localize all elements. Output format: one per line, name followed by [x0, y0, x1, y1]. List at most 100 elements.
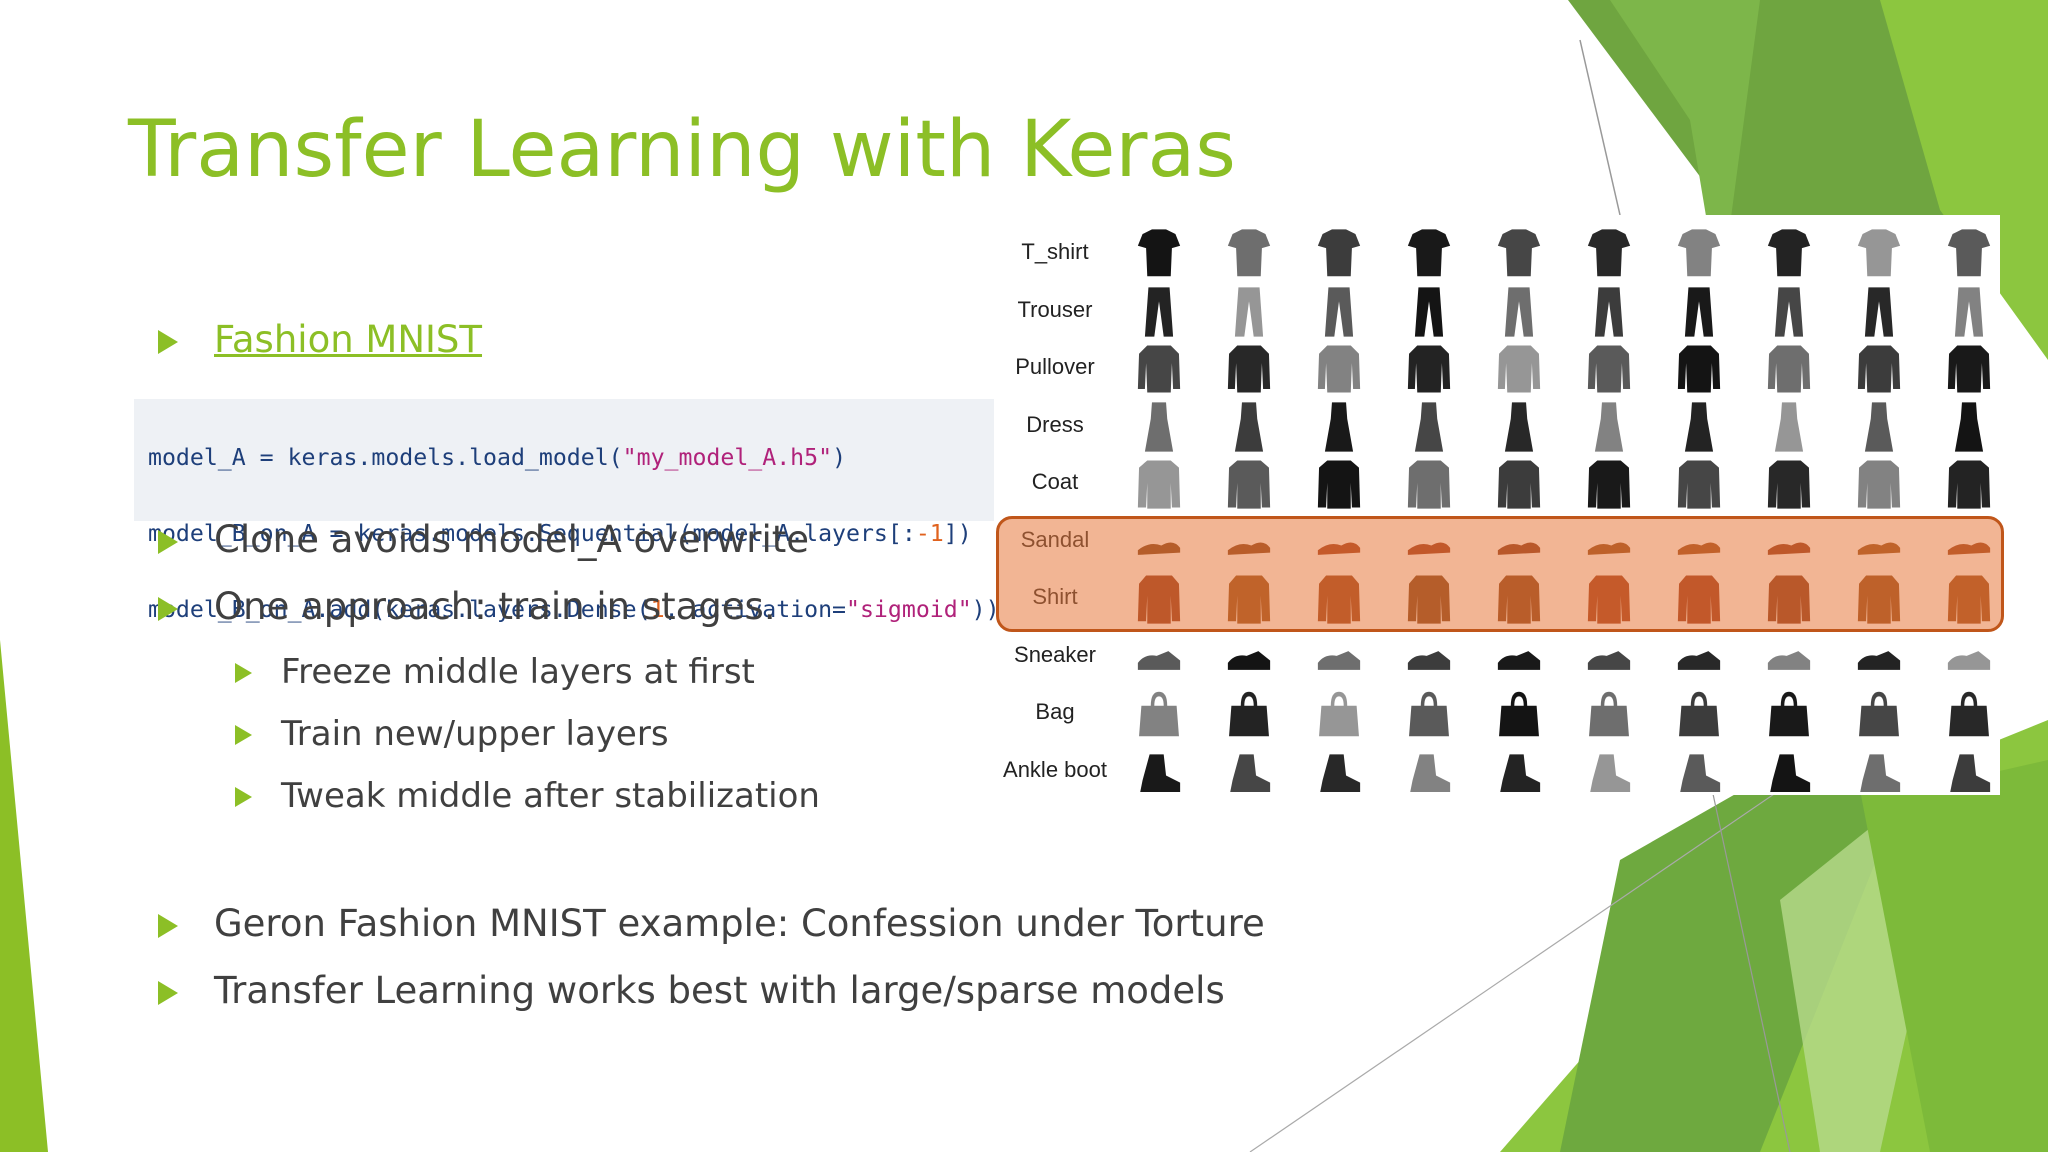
sample-t-shirt-9: [1857, 229, 1901, 277]
code-line-3: model_B_on_A.add(keras.layers.Dense(1, a…: [148, 596, 1000, 623]
sample-t-shirt-4: [1407, 229, 1451, 277]
bullet-clone: Clone avoids model_A overwrite: [158, 518, 810, 561]
deco-line-2: [1249, 789, 1781, 1152]
deco-line-3: [1709, 779, 1791, 1152]
sample-pullover-5: [1497, 345, 1541, 393]
sample-dress-2: [1234, 401, 1264, 452]
sample-sneaker-2: [1227, 650, 1271, 670]
deco-shape-left: [0, 640, 48, 1152]
sample-ankle-boot-1: [1140, 753, 1181, 792]
sample-trouser-8: [1774, 286, 1804, 337]
sample-t-shirt-6: [1587, 229, 1631, 277]
deco-line-1: [1579, 39, 1621, 216]
sample-dress-3: [1324, 401, 1354, 452]
sample-pullover-6: [1587, 345, 1631, 393]
fashion-mnist-link[interactable]: Fashion MNIST: [214, 318, 483, 361]
sample-dress-7: [1684, 401, 1714, 452]
sample-bag-5: [1499, 691, 1539, 737]
bullet-text: Tweak middle after stabilization: [281, 776, 820, 816]
sample-ankle-boot-8: [1770, 753, 1811, 792]
sub-bullet-tweak: Tweak middle after stabilization: [235, 776, 820, 816]
sample-dress-8: [1774, 401, 1804, 452]
bullet-fashion-mnist: Fashion MNIST: [158, 318, 483, 361]
class-label-coat: Coat: [1031, 469, 1079, 494]
sample-coat-8: [1767, 460, 1811, 509]
sample-coat-1: [1137, 460, 1181, 509]
bullet-geron: Geron Fashion MNIST example: Confession …: [158, 902, 1265, 945]
sample-trouser-6: [1594, 286, 1624, 337]
sample-trouser-3: [1324, 286, 1354, 337]
sample-pullover-1: [1137, 345, 1181, 393]
sample-bag-10: [1949, 691, 1989, 737]
bullet-arrow-icon: [158, 914, 178, 938]
class-label-sneaker: Sneaker: [1014, 641, 1096, 667]
sample-ankle-boot-7: [1680, 753, 1721, 792]
bullet-text: Train new/upper layers: [281, 714, 669, 754]
sample-sneaker-5: [1497, 650, 1541, 670]
bullet-arrow-icon: [158, 530, 178, 554]
sample-bag-6: [1589, 691, 1629, 737]
sample-ankle-boot-3: [1320, 753, 1361, 792]
class-label-t-shirt: T_shirt: [1021, 239, 1089, 264]
bullet-arrow-icon: [158, 981, 178, 1005]
sample-pullover-7: [1677, 345, 1721, 393]
bullet-text: Clone avoids model_A overwrite: [214, 518, 810, 561]
highlight-sandal-shirt: [996, 516, 2004, 632]
bullet-sparse: Transfer Learning works best with large/…: [158, 969, 1225, 1012]
sample-bag-3: [1319, 691, 1359, 737]
sub-bullet-train: Train new/upper layers: [235, 714, 669, 754]
code-block: model_A = keras.models.load_model("my_mo…: [134, 399, 1000, 623]
sample-trouser-2: [1234, 286, 1264, 337]
sample-pullover-9: [1857, 345, 1901, 393]
sample-dress-5: [1504, 401, 1534, 452]
sample-bag-4: [1409, 691, 1449, 737]
sample-sneaker-7: [1677, 650, 1721, 670]
sample-bag-1: [1139, 691, 1179, 737]
sample-ankle-boot-5: [1500, 753, 1541, 792]
deco-shape-top-light: [1880, 0, 2048, 360]
bullet-text: One approach: train in stages.: [214, 585, 776, 628]
code-line-1: model_A = keras.models.load_model("my_mo…: [148, 444, 847, 471]
sample-trouser-7: [1684, 286, 1714, 337]
sample-bag-8: [1769, 691, 1809, 737]
sample-coat-2: [1227, 460, 1271, 509]
deco-shape-bottom-right: [1860, 760, 2048, 1152]
sample-sneaker-9: [1857, 650, 1901, 670]
fashion-mnist-sample-grid: T_shirtTrouserPulloverDressCoatSandalShi…: [995, 215, 2000, 795]
bullet-approach: One approach: train in stages.: [158, 585, 776, 628]
bullet-arrow-icon: [158, 597, 178, 621]
sample-sneaker-3: [1317, 650, 1361, 670]
sample-coat-6: [1587, 460, 1631, 509]
sample-sneaker-8: [1767, 650, 1811, 670]
bullet-arrow-icon: [235, 663, 252, 683]
sample-t-shirt-8: [1767, 229, 1811, 277]
sample-trouser-5: [1504, 286, 1534, 337]
sample-coat-7: [1677, 460, 1721, 509]
sample-trouser-9: [1864, 286, 1894, 337]
sample-coat-3: [1317, 460, 1361, 509]
class-label-ankle-boot: Ankle boot: [1003, 756, 1107, 782]
bullet-text: Freeze middle layers at first: [281, 652, 755, 692]
sample-coat-9: [1857, 460, 1901, 509]
sample-t-shirt-2: [1227, 229, 1271, 277]
sample-t-shirt-1: [1137, 229, 1181, 277]
sample-sneaker-6: [1587, 650, 1631, 670]
sample-ankle-boot-10: [1950, 753, 1991, 792]
class-label-pullover: Pullover: [1015, 354, 1095, 379]
sample-dress-9: [1864, 401, 1894, 452]
class-label-bag: Bag: [1035, 699, 1075, 724]
sample-pullover-10: [1947, 345, 1991, 393]
sample-t-shirt-10: [1947, 229, 1991, 277]
sample-dress-6: [1594, 401, 1624, 452]
sample-ankle-boot-2: [1230, 753, 1271, 792]
sample-sneaker-1: [1137, 650, 1181, 670]
sample-trouser-1: [1144, 286, 1174, 337]
sample-sneaker-4: [1407, 650, 1451, 670]
class-label-dress: Dress: [1026, 411, 1084, 437]
bullet-text: Transfer Learning works best with large/…: [214, 969, 1225, 1012]
sample-pullover-3: [1317, 345, 1361, 393]
class-label-trouser: Trouser: [1017, 296, 1093, 322]
bullet-text: Geron Fashion MNIST example: Confession …: [214, 902, 1265, 945]
sample-t-shirt-3: [1317, 229, 1361, 277]
bullet-arrow-icon: [158, 330, 178, 354]
